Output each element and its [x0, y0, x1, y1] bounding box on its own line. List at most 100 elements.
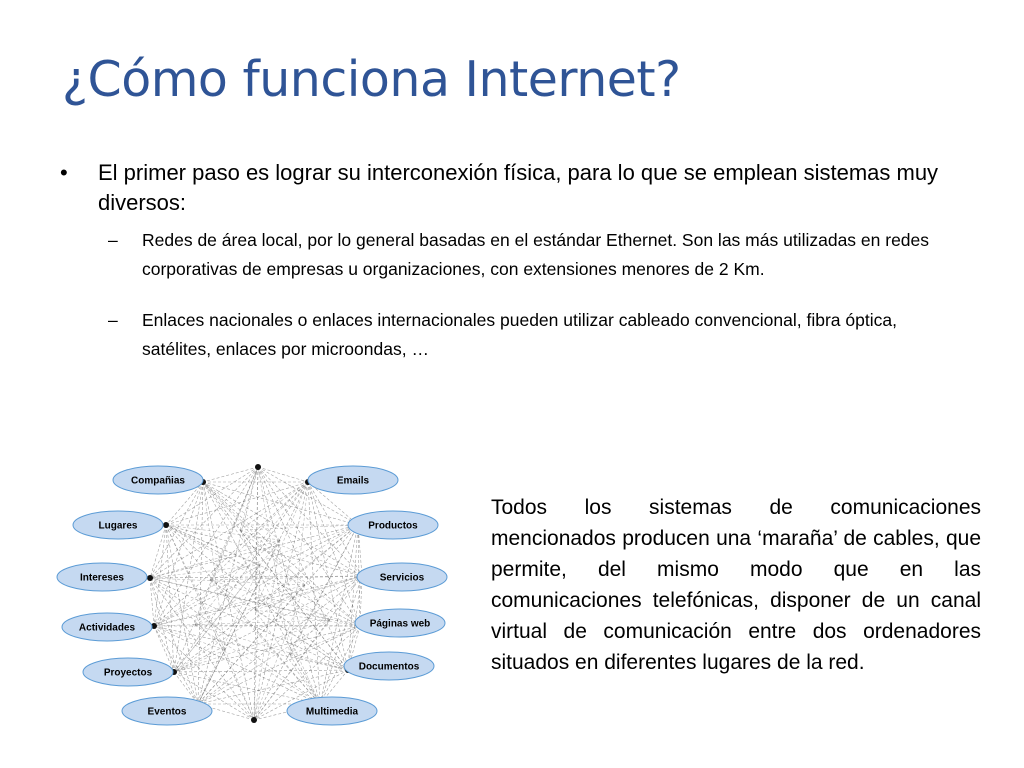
mesh-link [254, 609, 321, 705]
mesh-link [239, 529, 321, 705]
diagram-node-left-4: Proyectos [82, 657, 174, 687]
mesh-link [153, 625, 226, 651]
bullet-text-1: El primer paso es lograr su interconexió… [98, 160, 939, 215]
mesh-link [197, 649, 226, 705]
mesh-link [153, 625, 175, 673]
mesh-link [254, 575, 363, 611]
bullet-item-1: • El primer paso es lograr su interconex… [60, 158, 965, 218]
node-label: Intereses [80, 573, 124, 584]
mesh-link [153, 524, 359, 627]
mesh-link [209, 579, 349, 671]
node-ellipse [112, 465, 204, 495]
mesh-link [194, 524, 359, 626]
diagram-node-left-3: Actividades [61, 612, 155, 642]
node-ellipse [56, 562, 148, 592]
mesh-link [149, 481, 204, 579]
mesh-link [173, 575, 363, 673]
mesh-link [289, 625, 361, 656]
mesh-link [209, 575, 363, 581]
mesh-link [289, 524, 359, 656]
node-label: Lugares [99, 521, 138, 532]
mesh-link [153, 481, 204, 627]
mesh-link [153, 625, 321, 705]
node-label: Eventos [148, 707, 187, 718]
mesh-link [254, 524, 359, 611]
mesh-link [149, 575, 363, 579]
mesh-link [257, 466, 309, 483]
mesh-link [153, 584, 306, 627]
mesh-link [257, 466, 291, 656]
mesh-link [319, 575, 363, 705]
mesh-link [257, 466, 363, 577]
mesh-link [149, 577, 155, 627]
mesh-link [202, 481, 359, 526]
side-paragraph: Todos los sistemas de comunicaciones men… [491, 496, 981, 674]
mesh-link [149, 481, 309, 579]
mesh-hub-dot [255, 464, 261, 470]
mesh-link [194, 624, 361, 627]
mesh-nodes: CompañiasLugaresInteresesActividadesProy… [56, 465, 448, 726]
mesh-link [173, 481, 204, 673]
mesh-link [257, 466, 349, 671]
mesh-link [253, 524, 359, 721]
mesh-link [319, 524, 359, 705]
mesh-link [239, 529, 363, 577]
mesh-link [197, 466, 259, 705]
node-ellipse [286, 696, 378, 726]
mesh-link [153, 539, 281, 627]
mesh-link [239, 529, 361, 627]
mesh-link [173, 671, 255, 721]
mesh-link [202, 481, 261, 566]
mesh-link [209, 524, 359, 581]
sub-bullet-text-2: Enlaces nacionales o enlaces internacion… [142, 310, 897, 359]
diagram-node-right-4: Documentos [343, 651, 435, 681]
mesh-link [253, 539, 281, 721]
mesh-link [194, 466, 259, 626]
mesh-link [307, 481, 321, 705]
node-ellipse [354, 608, 446, 638]
mesh-link [253, 481, 309, 721]
diagram-node-right-5: Multimedia [286, 696, 378, 726]
mesh-link [239, 466, 259, 531]
bullet-list: • El primer paso es lograr su interconex… [60, 158, 965, 364]
mesh-link [153, 564, 261, 627]
mesh-link [257, 466, 361, 627]
mesh-link [202, 481, 281, 541]
mesh-link [173, 524, 359, 673]
mesh-link [202, 481, 349, 671]
node-ellipse [343, 651, 435, 681]
mesh-link [253, 584, 306, 721]
mesh-link [173, 564, 261, 673]
mesh-link [194, 481, 309, 626]
mesh-link [224, 649, 255, 721]
bullet-dot: • [60, 160, 68, 185]
mesh-link [253, 575, 363, 721]
node-ellipse [121, 696, 213, 726]
mesh-link [209, 466, 259, 581]
mesh-link [307, 481, 361, 627]
node-ellipse [82, 657, 174, 687]
node-label: Productos [368, 521, 418, 532]
node-label: Documentos [359, 662, 420, 673]
mesh-link [209, 579, 321, 705]
sub-bullet-2: – Enlaces nacionales o enlaces internaci… [60, 306, 965, 364]
mesh-link [149, 577, 349, 671]
mesh-link [202, 466, 259, 483]
mesh-link [165, 524, 306, 586]
mesh-link [197, 481, 204, 705]
mesh-link [165, 524, 226, 651]
mesh-link [149, 577, 306, 586]
mesh-link [239, 481, 309, 531]
mesh-link [202, 481, 226, 651]
mesh-link [165, 524, 361, 627]
mesh-link [197, 524, 359, 705]
mesh-link [253, 564, 261, 721]
mesh-link [165, 524, 331, 621]
mesh-link [202, 481, 363, 577]
node-label: Emails [337, 476, 370, 487]
mesh-link [165, 524, 261, 566]
node-label: Servicios [380, 573, 425, 584]
node-ellipse [61, 612, 153, 642]
mesh-link [254, 481, 309, 611]
mesh-link [197, 669, 349, 705]
